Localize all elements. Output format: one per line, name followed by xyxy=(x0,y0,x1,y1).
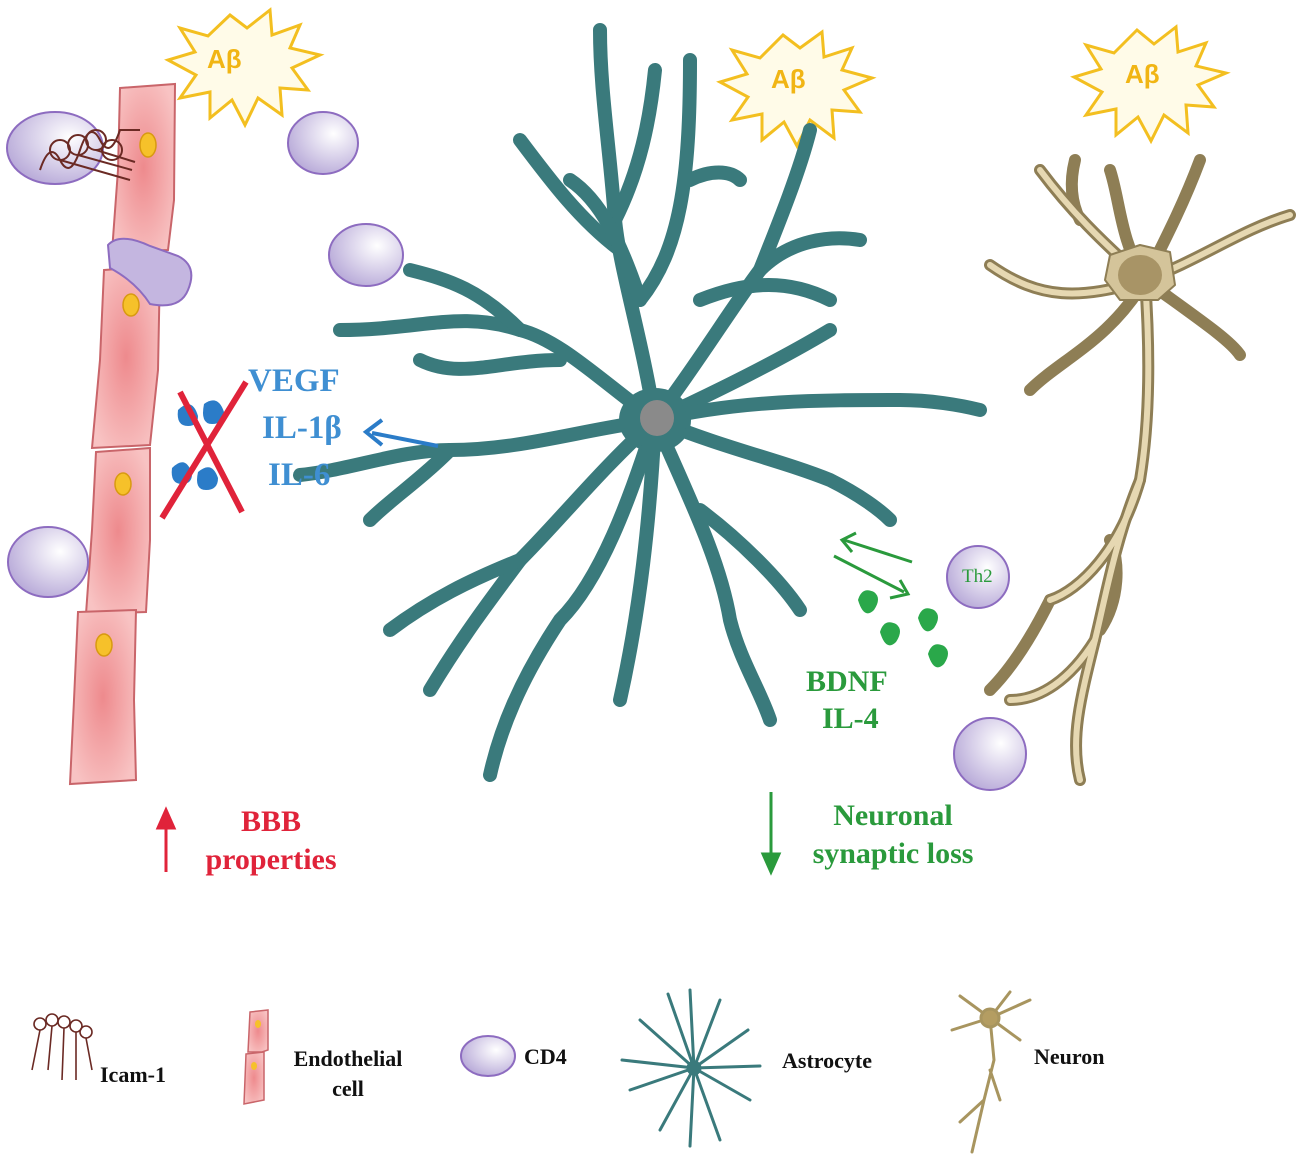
bbb-label: BBB properties xyxy=(196,806,346,875)
legend-astrocyte-icon xyxy=(620,988,762,1148)
cd4-cell xyxy=(7,526,89,598)
synaptic-line2: synaptic loss xyxy=(812,836,974,870)
abeta-label: Aβ xyxy=(207,44,242,74)
abeta-star xyxy=(716,29,877,150)
legend-endothelial-line2: cell xyxy=(332,1075,364,1101)
bbb-line1: BBB xyxy=(240,805,302,838)
inhibited-cytokines xyxy=(159,380,249,520)
endothelial-nucleus xyxy=(95,633,113,657)
abeta-stars xyxy=(164,7,1231,150)
cd4-cells xyxy=(6,111,1027,791)
neurotrophic-drops xyxy=(858,590,948,668)
exchange-arrows xyxy=(833,531,913,600)
legend-cd4-label: CD4 xyxy=(524,1044,567,1069)
legend-icam-label: Icam-1 xyxy=(100,1062,166,1087)
neuron xyxy=(984,154,1296,786)
cytokine-label-vegf: VEGF xyxy=(248,363,340,399)
legend-endothelial-label: Endothelial cell xyxy=(278,1044,418,1103)
legend-neuron-icon xyxy=(950,990,1032,1154)
factor-drop xyxy=(928,644,948,668)
bbb-line2: properties xyxy=(205,842,337,876)
bdnf-label: BDNF xyxy=(806,665,888,698)
astrocyte-nucleus xyxy=(640,400,674,436)
synaptic-line1: Neuronal xyxy=(833,799,953,832)
legend-astrocyte-label: Astrocyte xyxy=(782,1048,872,1073)
endothelial-nucleus xyxy=(114,472,132,496)
legend-cd4-icon xyxy=(460,1035,516,1077)
factor-drop xyxy=(918,608,938,632)
abeta-star xyxy=(1070,24,1231,145)
cd4-cell xyxy=(287,111,359,175)
inhibition-cross xyxy=(159,380,249,520)
cytokine-label-il6: IL-6 xyxy=(268,457,331,493)
legend-icam-icon xyxy=(31,1013,93,1081)
th2-cell xyxy=(946,545,1010,609)
cd4-cell xyxy=(328,223,404,287)
release-arrow xyxy=(362,418,439,448)
icam-1-coils xyxy=(39,129,140,181)
endothelial-cell xyxy=(84,446,151,616)
th2-label: Th2 xyxy=(962,566,993,587)
endothelial-vessel xyxy=(68,82,177,786)
decrease-arrow xyxy=(760,792,782,876)
synaptic-loss-label: Neuronal synaptic loss xyxy=(798,800,988,869)
neuron-nucleus xyxy=(1118,255,1162,295)
cd4-cell xyxy=(953,717,1027,791)
increase-arrow xyxy=(155,806,177,872)
abeta-star xyxy=(164,7,325,129)
legend-endothelial-line1: Endothelial xyxy=(293,1046,403,1071)
legend-endothelial-icon xyxy=(243,1009,269,1105)
cytokine-dot xyxy=(203,400,224,424)
il4-label: IL-4 xyxy=(822,702,879,735)
abeta-label: Aβ xyxy=(1125,59,1160,89)
endothelial-nucleus xyxy=(139,132,157,158)
astrocyte xyxy=(293,23,987,782)
cytokine-dot xyxy=(197,467,218,490)
endothelial-cell xyxy=(110,82,177,254)
legend-neuron-label: Neuron xyxy=(1034,1044,1105,1069)
transmigrating-cd4-cell xyxy=(106,237,193,307)
endothelial-nucleus xyxy=(122,293,140,317)
cytokine-label-il1b: IL-1β xyxy=(262,410,342,446)
abeta-label: Aβ xyxy=(771,64,806,94)
factor-drop xyxy=(858,590,878,614)
inhibition-cross xyxy=(177,390,245,514)
factor-drop xyxy=(880,622,900,646)
endothelial-cell xyxy=(68,608,138,786)
